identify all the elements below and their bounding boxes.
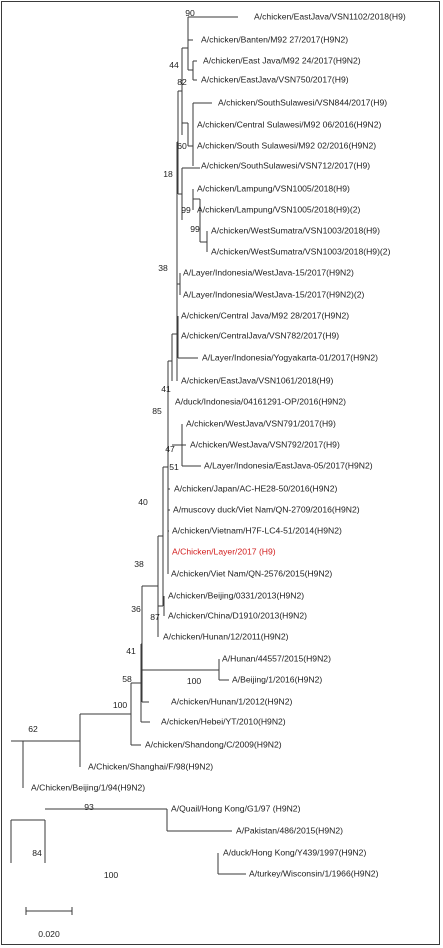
support-value: 18	[163, 169, 173, 179]
tip-label: A/Hunan/44557/2015(H9N2)	[222, 653, 331, 663]
support-value: 99	[190, 224, 200, 234]
tip-label: A/chicken/East Java/M92 24/2017(H9N2)	[203, 55, 361, 65]
tip-label: A/chicken/China/D1910/2013(H9N2)	[168, 610, 307, 620]
support-value: 93	[84, 802, 94, 812]
tip-label: A/chicken/EastJava/VSN1102/2018(H9)	[254, 11, 406, 21]
support-value: 62	[28, 724, 38, 734]
support-value: 82	[177, 77, 187, 87]
support-value: 40	[138, 497, 148, 507]
tip-label-highlighted: A/Chicken/Layer/2017 (H9)	[172, 546, 276, 556]
tip-label: A/chicken/South Sulawesi/M92 02/2016(H9N…	[197, 140, 376, 150]
tip-label: A/chicken/Vietnam/H7F-LC4-51/2014(H9N2)	[172, 525, 342, 535]
scale-bar-label: 0.020	[38, 929, 60, 939]
support-value: 60	[177, 141, 187, 151]
tip-label: A/Chicken/Beijing/1/94(H9N2)	[31, 782, 145, 792]
scale-bar: 0.020	[25, 907, 73, 939]
tip-label: A/chicken/Beijing/0331/2013(H9N2)	[168, 590, 304, 600]
tip-label: A/chicken/SouthSulawesi/VSN712/2017(H9)	[201, 160, 370, 170]
tip-label: A/chicken/Lampung/VSN1005/2018(H9)(2)	[197, 204, 361, 214]
support-value: 36	[131, 604, 141, 614]
tip-label: A/chicken/WestSumatra/VSN1003/2018(H9)	[211, 225, 380, 235]
support-value: 38	[134, 559, 144, 569]
support-value: 44	[169, 60, 179, 70]
support-value: 47	[165, 444, 175, 454]
tip-label: A/muscovy duck/Viet Nam/QN-2709/2016(H9N…	[173, 504, 360, 514]
support-value: 38	[158, 263, 168, 273]
tree-branches	[10, 16, 246, 875]
tip-label: A/Layer/Indonesia/Yogyakarta-01/2017(H9N…	[202, 352, 378, 362]
tip-label: A/chicken/EastJava/VSN1061/2018(H9)	[181, 375, 334, 385]
tip-label: A/chicken/Hunan/1/2012(H9N2)	[171, 696, 292, 706]
support-value: 100	[113, 700, 128, 710]
tip-label: A/Quail/Hong Kong/G1/97 (H9N2)	[171, 803, 301, 813]
support-value: 41	[161, 384, 171, 394]
support-value: 100	[187, 676, 202, 686]
tip-label: A/chicken/Shandong/C/2009(H9N2)	[145, 739, 282, 749]
support-value: 87	[150, 612, 160, 622]
support-value: 41	[126, 646, 136, 656]
tip-label: A/Beijing/1/2016(H9N2)	[232, 674, 322, 684]
support-value: 51	[169, 462, 179, 472]
tip-label: A/chicken/CentralJava/VSN782/2017(H9)	[181, 330, 339, 340]
tip-label: A/chicken/Hebei/YT/2010(H9N2)	[161, 716, 286, 726]
tip-label: A/Chicken/Shanghai/F/98(H9N2)	[88, 761, 213, 771]
tip-label: A/chicken/Central Sulawesi/M92 06/2016(H…	[197, 119, 382, 129]
tip-label: A/Layer/Indonesia/EastJava-05/2017(H9N2)	[204, 460, 373, 470]
tip-label: A/chicken/Japan/AC-HE28-50/2016(H9N2)	[174, 483, 338, 493]
support-value: 100	[104, 870, 119, 880]
tip-label: A/chicken/WestJava/VSN791/2017(H9)	[186, 418, 336, 428]
support-values: 90 44 82 60 18 99 99 38 41 85 47 51 40 38 87 36 41 100 58 1…	[28, 8, 201, 880]
tip-label: A/turkey/Wisconsin/1/1966(H9N2)	[249, 868, 379, 878]
support-value: 90	[185, 8, 195, 18]
tip-labels: A/chicken/EastJava/VSN1102/2018(H9) A/chi…	[31, 11, 406, 878]
tip-label: A/Layer/Indonesia/WestJava-15/2017(H9N2)	[183, 267, 354, 277]
tip-label: A/chicken/Lampung/VSN1005/2018(H9)	[197, 183, 350, 193]
tip-label: A/chicken/WestJava/VSN792/2017(H9)	[190, 439, 340, 449]
tip-label: A/chicken/Central Java/M92 28/2017(H9N2)	[181, 310, 349, 320]
tip-label: A/chicken/Hunan/12/2011(H9N2)	[163, 631, 289, 641]
tip-label: A/Pakistan/486/2015(H9N2)	[236, 825, 343, 835]
tip-label: A/duck/Hong Kong/Y439/1997(H9N2)	[223, 847, 366, 857]
tip-label: A/chicken/SouthSulawesi/VSN844/2017(H9)	[218, 97, 387, 107]
tip-label: A/chicken/EastJava/VSN750/2017(H9)	[201, 74, 349, 84]
support-value: 84	[32, 848, 42, 858]
tip-label: A/chicken/Banten/M92 27/2017(H9N2)	[201, 34, 348, 44]
support-value: 85	[152, 406, 162, 416]
tip-label: A/duck/Indonesia/04161291-OP/2016(H9N2)	[175, 396, 346, 406]
support-value: 58	[122, 674, 132, 684]
tip-label: A/chicken/Viet Nam/QN-2576/2015(H9N2)	[171, 568, 332, 578]
tip-label: A/chicken/WestSumatra/VSN1003/2018(H9)(2…	[211, 246, 391, 256]
support-value: 99	[181, 205, 191, 215]
tip-label: A/Layer/Indonesia/WestJava-15/2017(H9N2)…	[183, 289, 364, 299]
